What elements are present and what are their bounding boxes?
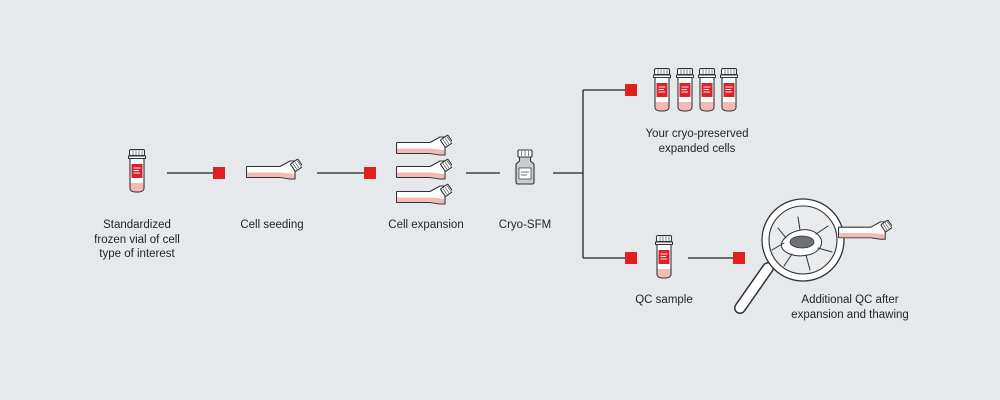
- label-cell-expansion: Cell expansion: [388, 219, 464, 231]
- cryovial-set-icon: [652, 68, 739, 112]
- label-cryo-sfm: Cryo-SFM: [498, 219, 552, 231]
- cryovial-icon: [127, 149, 147, 193]
- node-marker: [625, 252, 637, 264]
- label-qc-sample: QC sample: [635, 294, 693, 306]
- connectors: [167, 89, 733, 259]
- culture-flask-icon: [246, 158, 302, 180]
- node-marker: [733, 252, 745, 264]
- cryovial-icon: [654, 235, 674, 279]
- node-marker: [364, 167, 376, 179]
- node-markers: [213, 84, 745, 264]
- label-preserved-cells: Your cryo-preserved expanded cells: [645, 128, 749, 155]
- medium-bottle-icon: [515, 149, 535, 185]
- label-cell-seeding: Cell seeding: [240, 219, 304, 231]
- node-marker: [625, 84, 637, 96]
- label-additional-qc: Additional QC after expansion and thawin…: [791, 294, 909, 321]
- label-frozen-vial: Standardized frozen vial of cell type of…: [94, 219, 180, 260]
- cell-icon: [771, 216, 833, 271]
- magnifier-icon: [734, 198, 892, 314]
- culture-flask-stack-icon: [396, 134, 452, 205]
- node-marker: [213, 167, 225, 179]
